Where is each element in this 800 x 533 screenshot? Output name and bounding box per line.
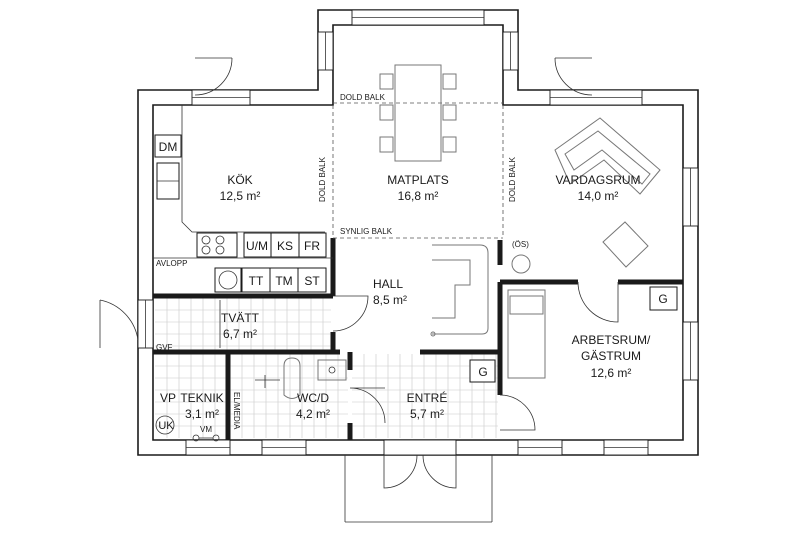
- floor-tiles: [155, 298, 498, 438]
- inner-walls: [153, 238, 683, 440]
- exterior-doors: [99, 57, 593, 489]
- label-synlig-balk: SYNLIG BALK: [340, 227, 393, 236]
- room-name-arbetsrum-line2: GÄSTRUM: [581, 349, 641, 363]
- label-vm: VM: [200, 425, 212, 434]
- room-name-vardagsrum: VARDAGSRUM: [555, 173, 640, 187]
- room-area-vardagsrum: 14,0 m²: [578, 189, 619, 203]
- room-area-tvatt: 6,7 m²: [223, 327, 257, 341]
- label-tm: TM: [275, 274, 292, 288]
- interior-doors: [332, 281, 619, 431]
- room-area-matplats: 16,8 m²: [398, 189, 439, 203]
- room-name-entre: ENTRÉ: [407, 390, 448, 405]
- room-name-kok: KÖK: [227, 173, 252, 187]
- label-dold-balk-top: DOLD BALK: [340, 93, 386, 102]
- room-name-wcd: WC/D: [297, 391, 329, 405]
- label-fr: FR: [304, 239, 320, 253]
- label-dold-balk-right: DOLD BALK: [508, 156, 517, 202]
- label-dm: DM: [159, 140, 178, 154]
- room-area-teknik: 3,1 m²: [185, 407, 219, 421]
- label-avloppsgrop: AVLOPP: [156, 259, 187, 268]
- room-area-kok: 12,5 m²: [220, 189, 261, 203]
- label-tt: TT: [249, 274, 264, 288]
- room-name-tvatt: TVÄTT: [221, 311, 260, 325]
- label-el-media: EL/MEDIA: [232, 392, 241, 430]
- room-name-matplats: MATPLATS: [387, 173, 449, 187]
- beams: [332, 102, 504, 239]
- annotation-labels: DOLD BALK DOLD BALK DOLD BALK SYNLIG BAL…: [156, 93, 517, 430]
- room-name-hall: HALL: [373, 277, 403, 291]
- label-dold-balk-left: DOLD BALK: [318, 156, 327, 202]
- label-g-hall: G: [478, 365, 487, 379]
- label-uk: UK: [158, 420, 174, 432]
- room-labels: KÖK 12,5 m² MATPLATS 16,8 m² VARDAGSRUM …: [180, 173, 651, 421]
- furniture: [155, 64, 678, 442]
- label-gvf: GVF: [156, 343, 173, 352]
- windows: [137, 9, 699, 456]
- room-name-arbetsrum-line1: ARBETSRUM/: [572, 333, 651, 347]
- kitchen-counters: [153, 105, 333, 293]
- room-area-wcd: 4,2 m²: [296, 407, 330, 421]
- room-area-entre: 5,7 m²: [410, 407, 444, 421]
- entrance-porch: [344, 455, 493, 523]
- room-area-hall: 8,5 m²: [373, 293, 407, 307]
- label-um: U/M: [246, 239, 268, 253]
- label-ks: KS: [277, 239, 293, 253]
- label-g-arbetsrum: G: [658, 292, 667, 306]
- label-vp: VP: [160, 391, 176, 405]
- label-st: ST: [304, 274, 320, 288]
- room-area-arbetsrum: 12,6 m²: [591, 366, 632, 380]
- fixture-labels: DM U/M KS FR TT TM ST G G VP UK VM (ÖS): [158, 140, 667, 434]
- room-name-teknik: TEKNIK: [180, 391, 223, 405]
- label-os: (ÖS): [512, 240, 529, 249]
